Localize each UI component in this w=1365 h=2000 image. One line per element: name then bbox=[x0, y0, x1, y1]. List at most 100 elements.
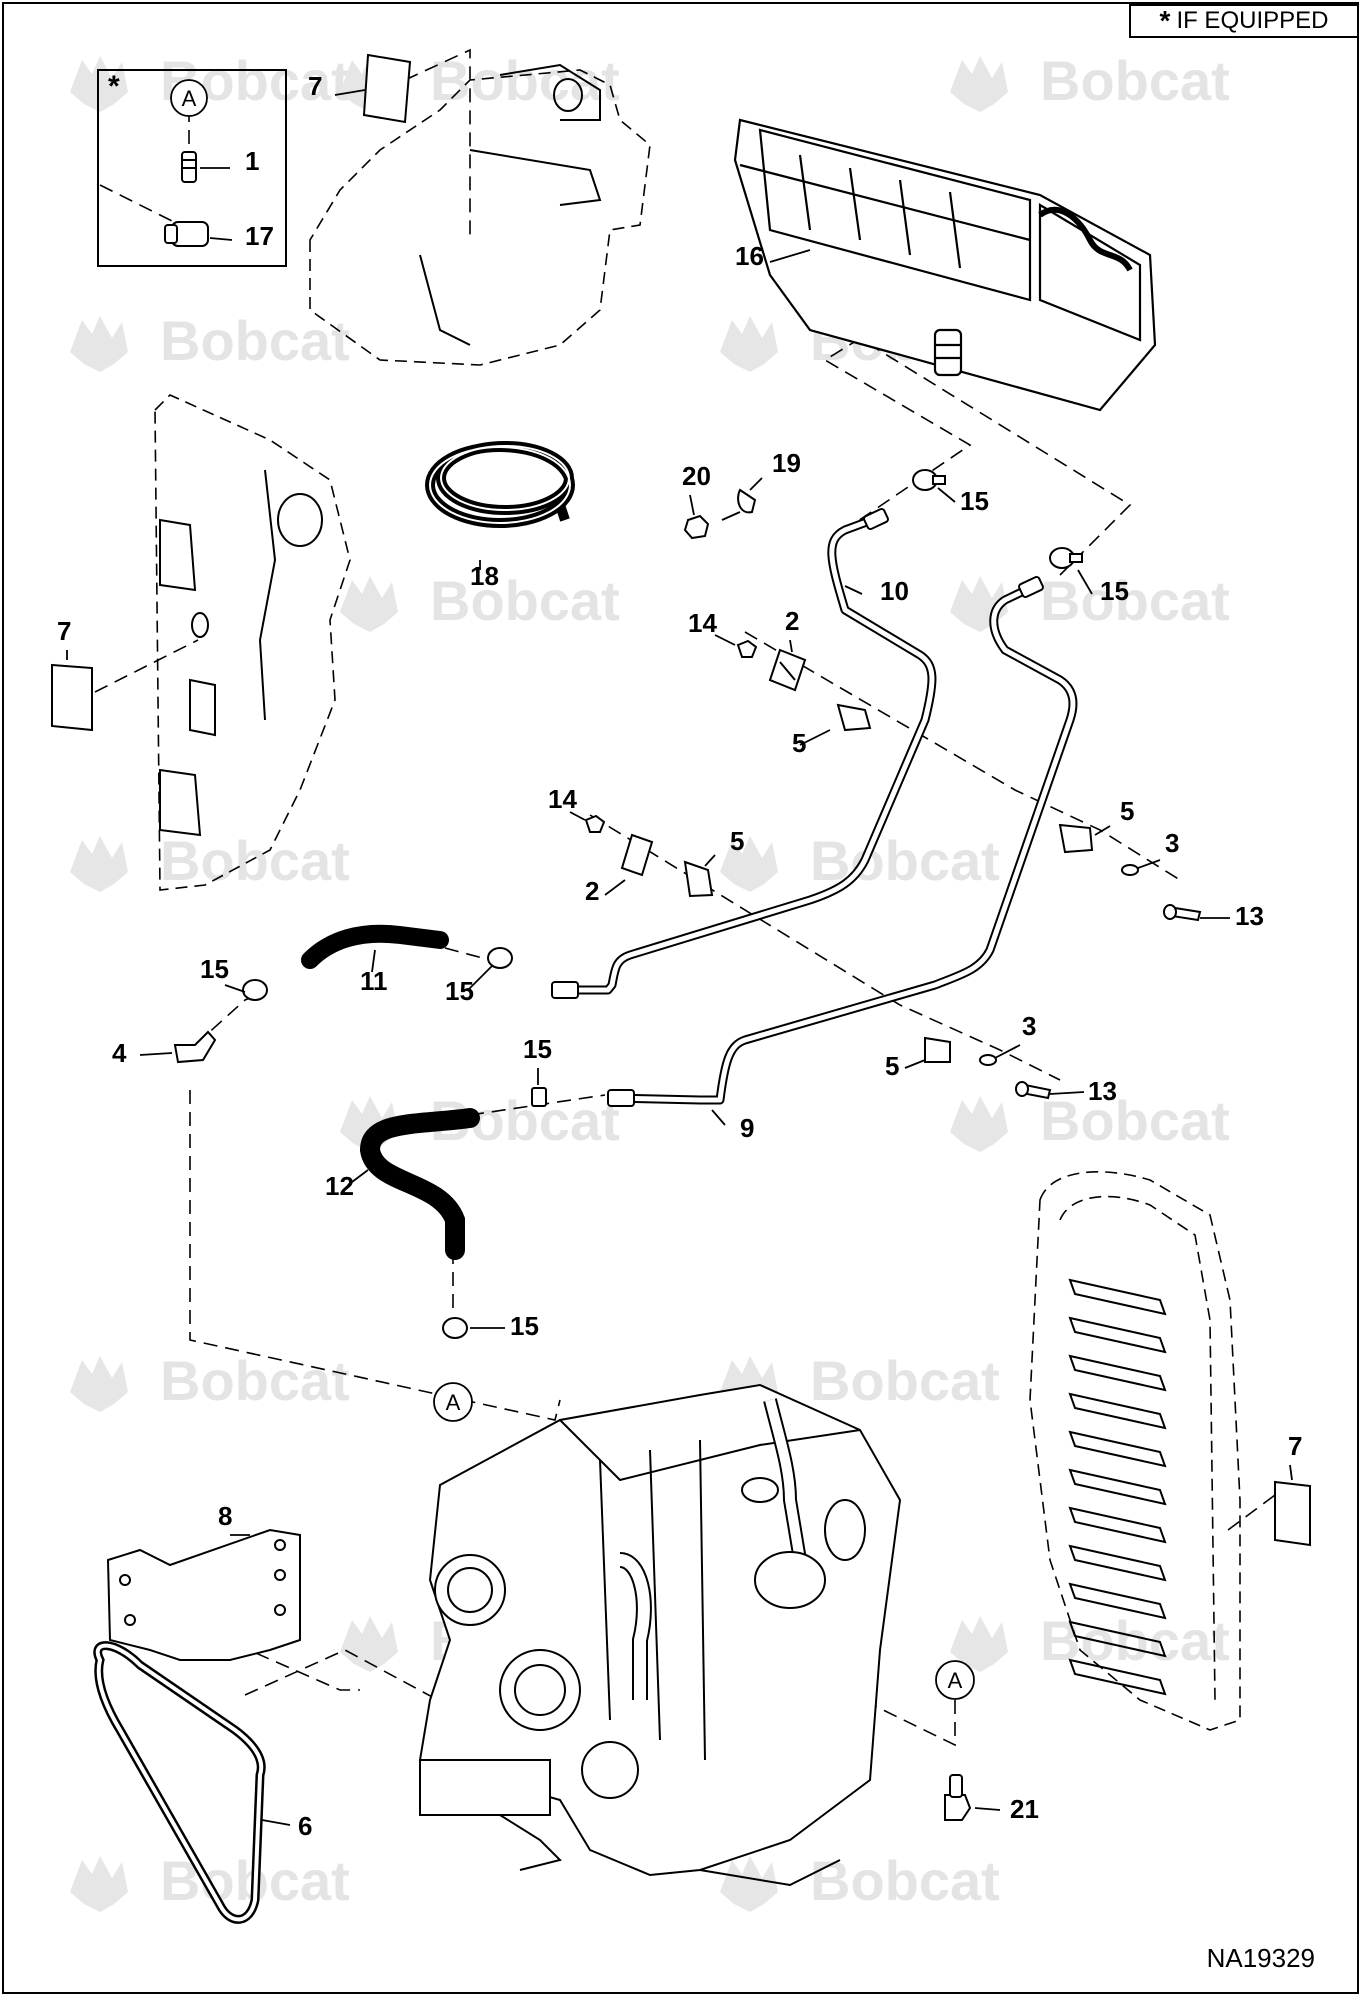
callout-leader bbox=[224, 984, 246, 993]
watermark-text: Bobcat bbox=[1040, 1089, 1230, 1152]
callout-leader bbox=[844, 585, 863, 595]
clip-19 bbox=[721, 488, 757, 521]
callout-leader bbox=[209, 237, 233, 241]
callout-leader bbox=[711, 1109, 726, 1126]
label-decal-7-top bbox=[362, 53, 412, 124]
callout-leader bbox=[139, 1052, 173, 1056]
callout-number: 5 bbox=[1120, 796, 1134, 826]
frame-features-left bbox=[159, 469, 323, 837]
callout-number: 9 bbox=[740, 1113, 754, 1143]
frame-panel-left bbox=[154, 394, 351, 891]
watermark-logo bbox=[70, 316, 128, 372]
label-decal-7-left bbox=[51, 663, 93, 732]
callout-number: 16 bbox=[735, 241, 764, 271]
callout-number: 15 bbox=[523, 1034, 552, 1064]
callout-number: 2 bbox=[785, 606, 799, 636]
grille-slat bbox=[1068, 1278, 1167, 1316]
frame-bracket-top bbox=[419, 63, 602, 346]
ref-label-a-lower: A bbox=[446, 1390, 461, 1415]
callout-leader bbox=[371, 949, 376, 973]
watermark-text: Bobcat bbox=[810, 829, 1000, 892]
ac-tube-9-inner bbox=[614, 585, 1076, 1103]
ref-circle-a-inset bbox=[170, 79, 208, 117]
callout-leader bbox=[1137, 859, 1161, 869]
washer-3-lower bbox=[979, 1054, 997, 1066]
watermark-text: Bobcat bbox=[810, 1349, 1000, 1412]
callout-leader bbox=[974, 1807, 1001, 1811]
callout-leader bbox=[789, 639, 793, 653]
engine-assembly bbox=[418, 1383, 902, 1887]
callout-number: 2 bbox=[585, 876, 599, 906]
elbow-fitting-4 bbox=[173, 1030, 217, 1064]
callout-leader bbox=[1289, 1464, 1293, 1481]
callout-number: 15 bbox=[1100, 576, 1129, 606]
grille-slat bbox=[1068, 1544, 1167, 1582]
watermark-text: Bobcat bbox=[1040, 1609, 1230, 1672]
ref-label-a-inset: A bbox=[182, 86, 197, 111]
hose-coil-18-highlight bbox=[429, 445, 571, 524]
label-decal-7-right bbox=[1274, 1480, 1311, 1547]
watermark-logo bbox=[720, 316, 778, 372]
watermark-logo bbox=[70, 1856, 128, 1912]
callout-leader bbox=[1094, 825, 1111, 836]
grille-slat bbox=[1068, 1316, 1167, 1354]
ac-tube-10-inner bbox=[560, 517, 935, 993]
callout-leader bbox=[769, 249, 811, 263]
drive-belt-6 bbox=[93, 1641, 266, 1924]
note-text: IF EQUIPPED bbox=[1176, 7, 1329, 34]
callout-leader bbox=[261, 1819, 291, 1826]
grille-slat bbox=[1068, 1582, 1167, 1620]
callout-number: 15 bbox=[200, 954, 229, 984]
callout-number: 13 bbox=[1088, 1076, 1117, 1106]
watermark-logo bbox=[340, 576, 398, 632]
elbow-fitting-21 bbox=[944, 1774, 972, 1821]
nut-14-upper bbox=[736, 639, 758, 658]
callout-leader bbox=[1077, 569, 1093, 595]
callout-number: 3 bbox=[1165, 828, 1179, 858]
bolt-20 bbox=[683, 514, 710, 540]
grille-slat bbox=[1068, 1506, 1167, 1544]
tube-fittings bbox=[551, 507, 1044, 1107]
callout-number: 21 bbox=[1010, 1794, 1039, 1824]
watermark-text: Bobcat bbox=[430, 49, 620, 112]
inset-symbol: * bbox=[108, 70, 120, 103]
callout-number: 5 bbox=[792, 728, 806, 758]
ref-circle-a-lower bbox=[433, 1382, 473, 1422]
clamp-15-upper bbox=[912, 469, 946, 491]
callout-leader bbox=[994, 1044, 1021, 1059]
bracket-8 bbox=[106, 1528, 301, 1661]
grille-slat bbox=[1068, 1430, 1167, 1468]
grille-slat bbox=[1068, 1468, 1167, 1506]
grille-slat bbox=[1068, 1392, 1167, 1430]
callout-leader bbox=[1049, 1091, 1085, 1095]
callout-number: 19 bbox=[772, 448, 801, 478]
watermark-text: Bobcat bbox=[430, 569, 620, 632]
if-equipped-note: * IF EQUIPPED bbox=[1129, 4, 1359, 38]
callout-leader bbox=[334, 89, 366, 96]
retainer-2-lower bbox=[620, 833, 654, 877]
drawing-number: NA19329 bbox=[1206, 1943, 1315, 1973]
ref-circle-a-right bbox=[935, 1660, 975, 1700]
callout-number: 10 bbox=[880, 576, 909, 606]
ref-label-a-right: A bbox=[948, 1668, 963, 1693]
hose-11 bbox=[301, 924, 449, 969]
callout-leader bbox=[904, 1059, 926, 1069]
watermark-text: Bobcat bbox=[160, 829, 350, 892]
clamps-15-middle bbox=[242, 947, 547, 1339]
callout-number: 14 bbox=[688, 608, 717, 638]
callout-leader bbox=[937, 487, 956, 503]
watermark-text: Bobcat bbox=[160, 1349, 350, 1412]
watermark-text: Bobcat bbox=[810, 1849, 1000, 1912]
callout-leader bbox=[704, 854, 716, 867]
clamp-5-upper bbox=[836, 703, 872, 732]
grille-slats bbox=[1068, 1278, 1167, 1696]
callout-number: 20 bbox=[682, 461, 711, 491]
callout-number: 4 bbox=[112, 1038, 127, 1068]
grille-slat bbox=[1068, 1354, 1167, 1392]
evaporator-unit-16 bbox=[733, 118, 1157, 412]
callout-leader bbox=[347, 1169, 369, 1186]
watermark-logo bbox=[950, 1096, 1008, 1152]
watermark-text: Bobcat bbox=[1040, 49, 1230, 112]
